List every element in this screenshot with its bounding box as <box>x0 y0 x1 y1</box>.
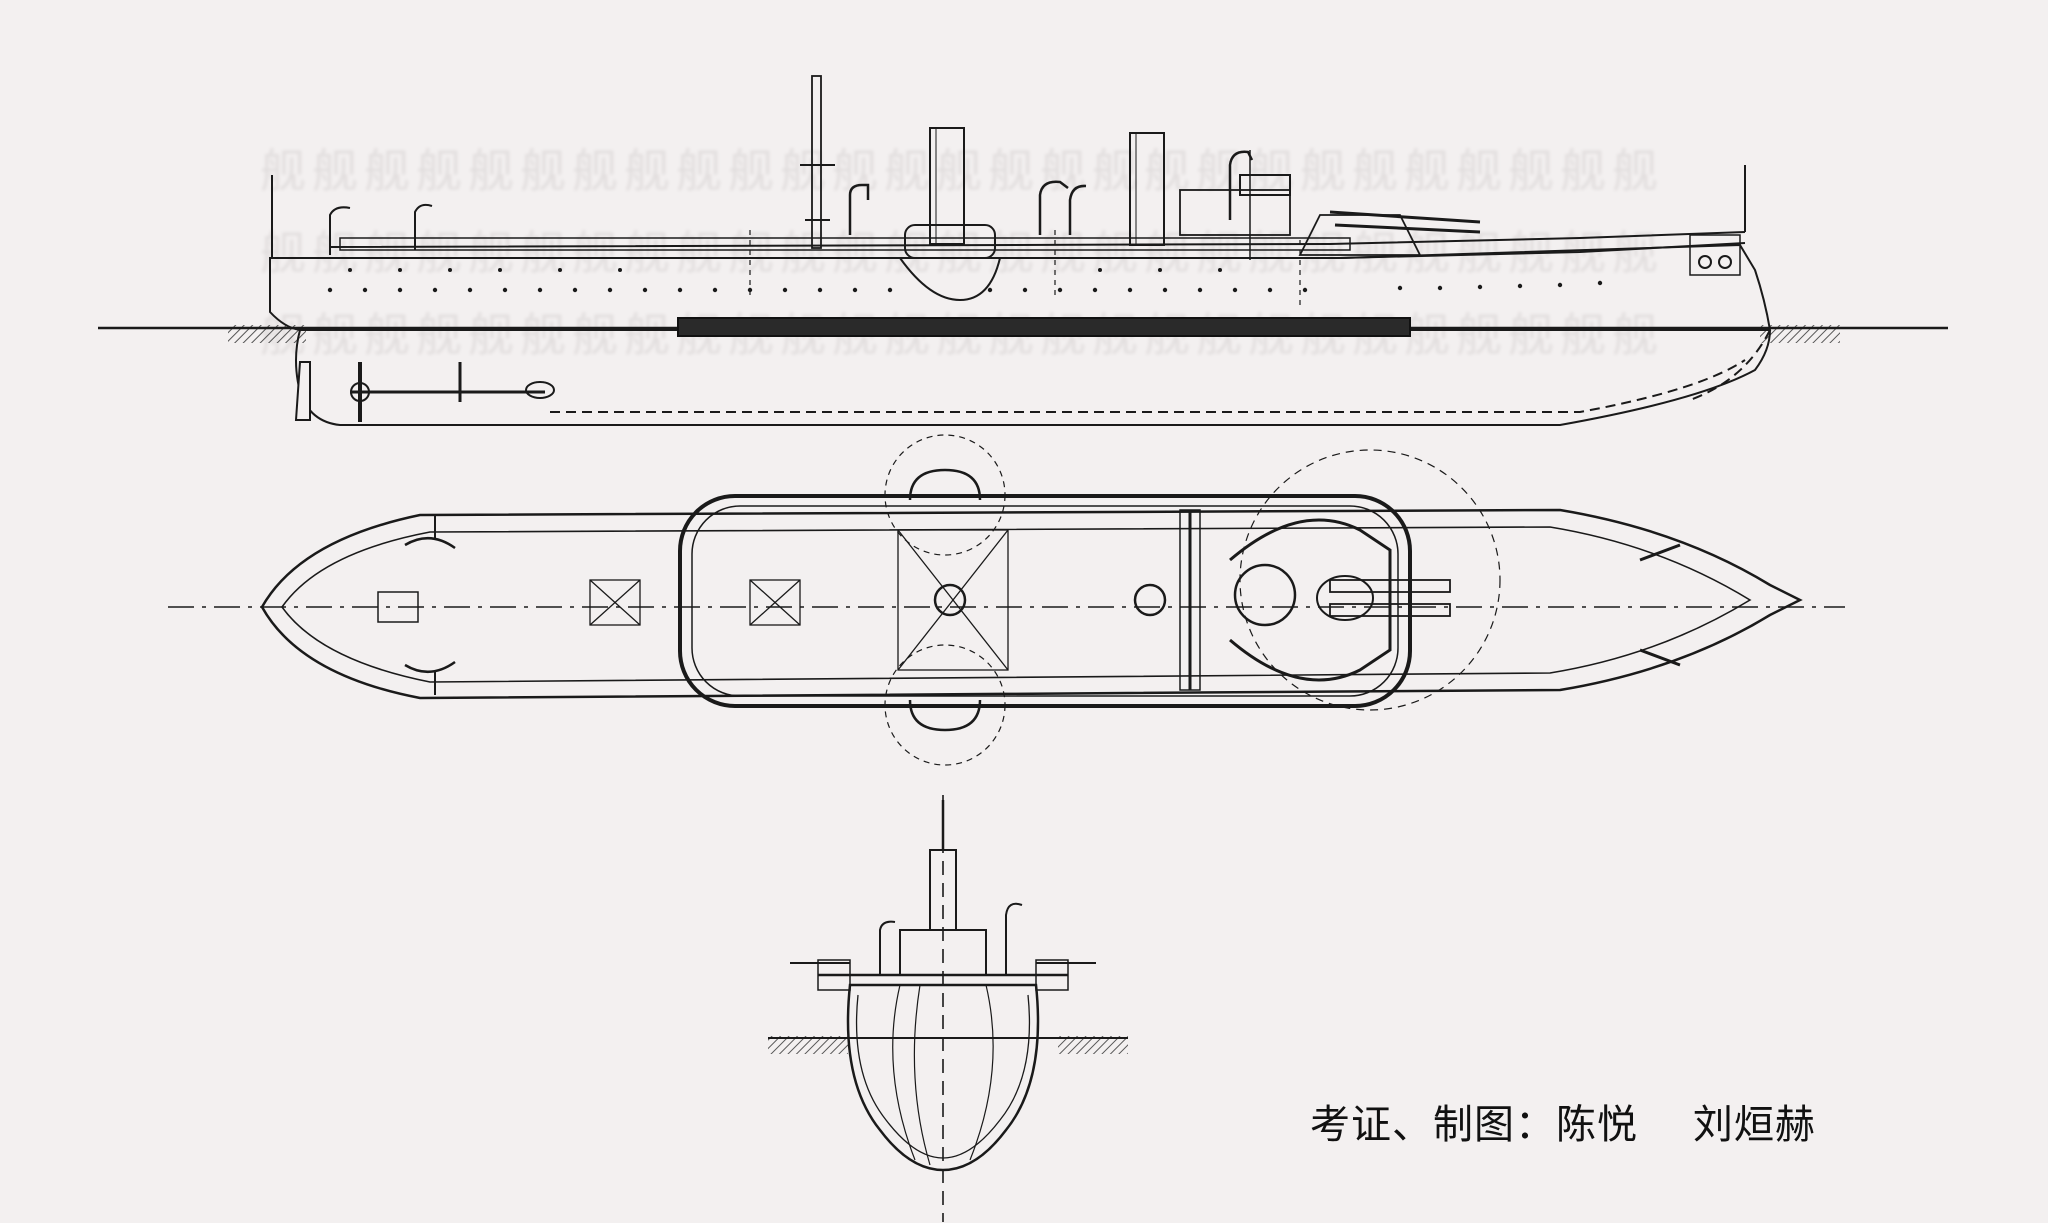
deck-plan-view <box>168 434 1845 766</box>
waterline-hatch-bow <box>1760 325 1840 343</box>
armor-belt <box>677 317 1411 337</box>
barbette-top <box>904 224 996 259</box>
section-water-hatch-right <box>1058 1036 1128 1054</box>
stern-skylight <box>377 591 419 623</box>
waterline-hatch-stern <box>228 325 306 343</box>
upper-sponson-arc <box>884 434 1006 556</box>
drawing-credit: 考证、制图：陈悦 刘烜赫 <box>1310 1102 1816 1148</box>
stern-davit-2 <box>414 203 433 250</box>
section-hull <box>846 983 1040 1172</box>
fore-turret-ring <box>1233 563 1297 627</box>
main-deck-line <box>272 242 1746 259</box>
citadel-inner <box>691 505 1399 697</box>
central-casemate <box>339 237 1351 251</box>
bow-turret-cupola <box>1316 575 1374 621</box>
section-ventilator-left <box>879 920 896 975</box>
bow-anchor-upper <box>1639 543 1681 562</box>
section-water-hatch-left <box>768 1036 848 1054</box>
aft-funnel <box>929 127 965 245</box>
bow-turret-redoubt <box>1229 518 1392 682</box>
stern-davit <box>329 206 351 255</box>
plan-deck-inner <box>281 526 1752 683</box>
shaft-end-boss <box>525 381 555 399</box>
fore-funnel <box>1129 132 1165 246</box>
aft-funnel-plan <box>933 583 967 617</box>
hull-upper <box>269 243 1772 331</box>
porthole-row <box>327 268 1603 293</box>
rudder <box>294 361 311 421</box>
ventilator-1 <box>848 183 870 235</box>
plan-hull-outline <box>260 508 1803 700</box>
section-ventilator-right <box>1005 902 1023 975</box>
amidships-barbette <box>899 257 1001 302</box>
stern-davit-upper <box>404 537 456 550</box>
main-gun-barrel-1 <box>1329 210 1481 224</box>
upper-sponson <box>908 468 982 501</box>
lower-sponson-arc <box>884 644 1006 766</box>
ventilator-4 <box>1228 150 1254 220</box>
side-elevation-view <box>98 75 1948 426</box>
fore-funnel-plan <box>1133 583 1167 617</box>
lower-sponson <box>908 699 982 732</box>
hull-underwater <box>295 329 1771 426</box>
section-sponsons <box>817 959 851 991</box>
citadel-outline <box>678 494 1412 708</box>
x-braced-hatches <box>589 529 1009 671</box>
upper-deck-line <box>329 231 1746 248</box>
conning-house <box>1179 189 1291 236</box>
bow-turret-gun-1 <box>1329 579 1451 593</box>
main-mast <box>811 75 822 249</box>
ventilator-3 <box>1068 184 1087 235</box>
bow-turret-gun-2 <box>1329 603 1451 617</box>
bow-anchor-lower <box>1639 648 1681 667</box>
main-gun-turret <box>1298 214 1422 256</box>
ram-bow-curve <box>1689 329 1771 401</box>
bridge-wing-box <box>1179 509 1201 691</box>
keel-dashed-line <box>550 359 1746 413</box>
cross-section-view <box>768 795 1128 1222</box>
bow-anchor-gear <box>1689 234 1741 276</box>
main-gun-barrel-2 <box>1334 223 1481 234</box>
stern-davit-lower <box>404 660 456 673</box>
chart-house <box>1239 174 1291 196</box>
ventilator-2 <box>1038 180 1069 235</box>
